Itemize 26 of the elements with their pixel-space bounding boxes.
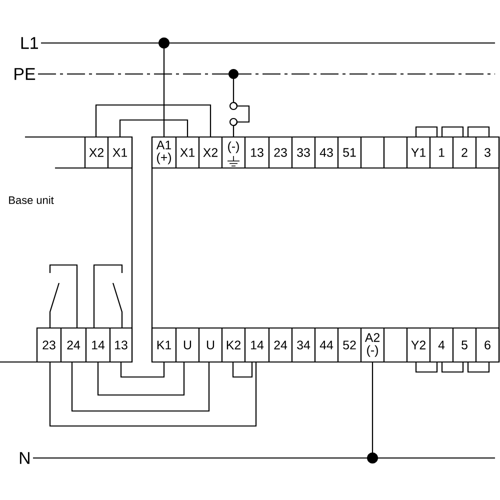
wire	[71, 362, 210, 412]
jumper-wire	[232, 362, 253, 378]
jumper-wire	[467, 362, 490, 373]
terminal-box: X1	[107, 136, 133, 169]
wire	[41, 42, 165, 136]
jumper-wire	[467, 126, 490, 136]
terminal-box: 24	[60, 327, 87, 363]
bus-label: N	[20, 452, 30, 464]
bus-label: PE	[14, 68, 36, 80]
terminal-box: 13	[109, 327, 133, 363]
unit-label: Base unit	[9, 196, 54, 204]
wire	[120, 362, 165, 378]
jumper-wire	[441, 362, 464, 373]
wire	[33, 362, 374, 459]
jumper-wire	[95, 104, 212, 136]
terminal-box: 14	[85, 327, 111, 363]
jumper-wire	[119, 119, 188, 136]
terminal-box: X2	[84, 136, 109, 169]
jumper-wire	[441, 126, 464, 136]
jumper-wire	[415, 362, 438, 373]
jumper-wire	[415, 126, 438, 136]
wire	[49, 362, 257, 427]
bus-label: L1	[21, 37, 38, 49]
wire	[38, 73, 250, 136]
terminal-box: 23	[36, 327, 62, 363]
wire	[97, 362, 185, 396]
